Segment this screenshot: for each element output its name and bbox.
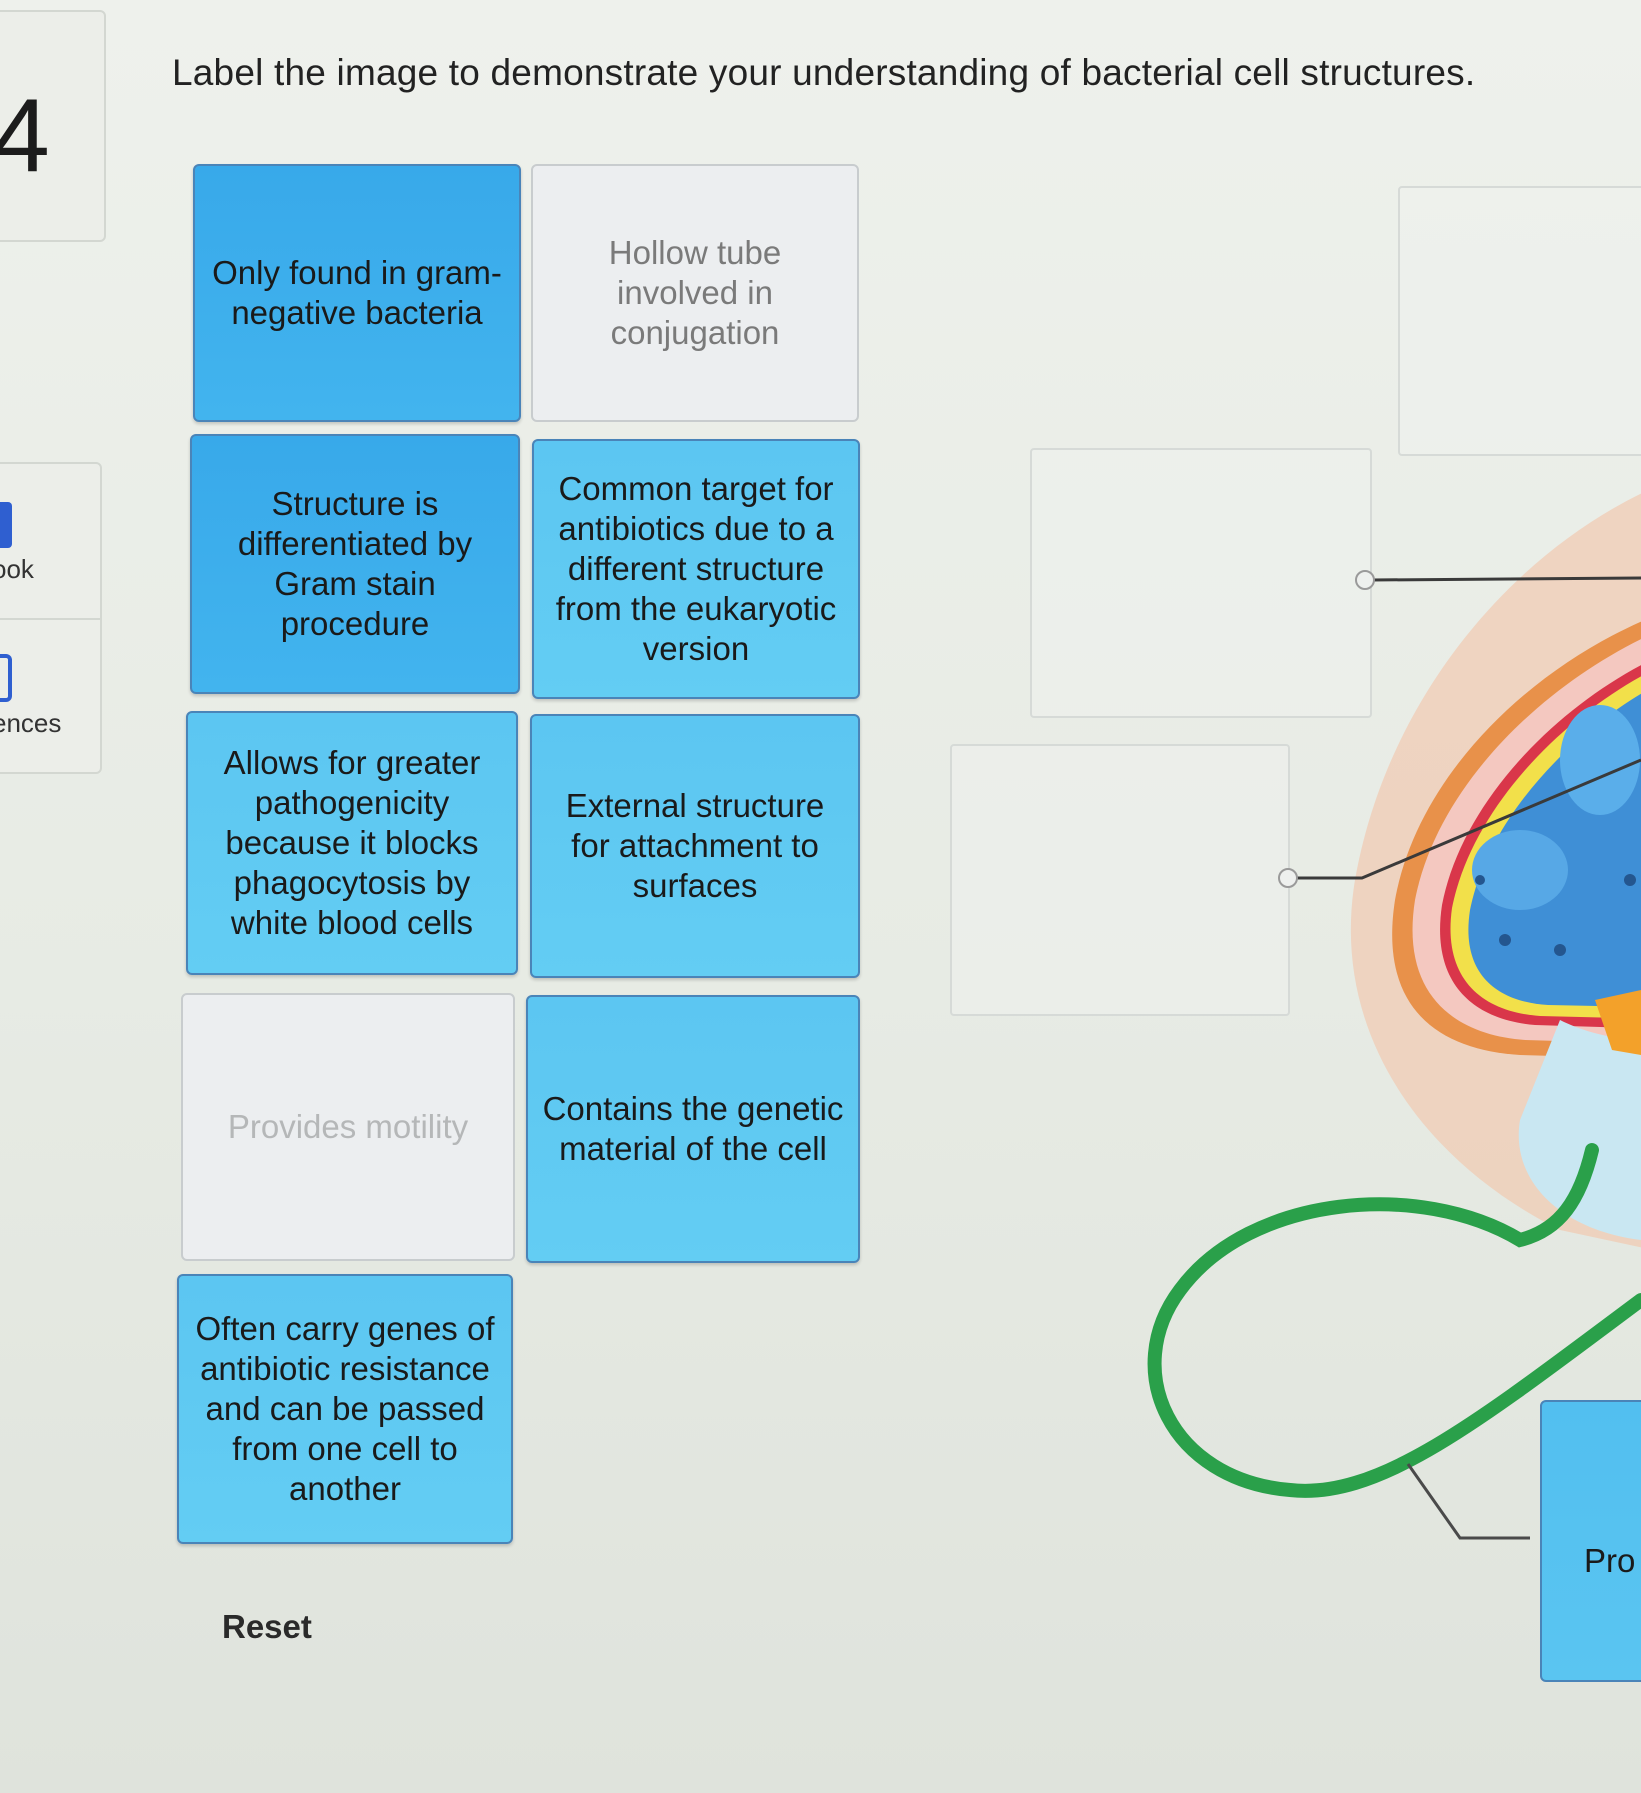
label-card[interactable]: Often carry genes of antibiotic resistan…	[177, 1274, 513, 1544]
label-text: Only found in gram-negative bacteria	[212, 254, 502, 331]
capsule-layer	[1350, 493, 1641, 1248]
leader-line	[1371, 576, 1641, 582]
periplasm-layer	[1450, 676, 1641, 1019]
label-text: Contains the genetic material of the cel…	[542, 1090, 844, 1167]
ribosome-dot	[1554, 944, 1566, 956]
label-card[interactable]: External structure for attachment to sur…	[530, 714, 860, 978]
label-text: Often carry genes of antibiotic resistan…	[195, 1310, 495, 1507]
placed-label-card[interactable]: Pro	[1540, 1400, 1641, 1682]
cell-wall-layer	[1392, 621, 1641, 1059]
reset-button[interactable]: Reset	[222, 1608, 312, 1645]
cytoplasm	[1468, 693, 1641, 1007]
leader-line	[1296, 758, 1641, 880]
inclusion-body	[1595, 990, 1641, 1055]
book-icon[interactable]	[0, 502, 12, 548]
resource-panel: ook ences	[0, 462, 102, 774]
ribosome-dot	[1624, 874, 1636, 886]
sidebar: 4 ook ences	[0, 0, 106, 1793]
label-text: Provides motility	[227, 1108, 469, 1145]
drop-zone[interactable]	[1398, 186, 1641, 456]
ribosome-dot	[1475, 875, 1485, 885]
ribosome-dot	[1499, 934, 1511, 946]
drop-zone[interactable]	[950, 744, 1290, 1016]
nucleoid	[1560, 705, 1640, 815]
references-link[interactable]: ences	[0, 708, 62, 738]
placed-label-text: Pro	[1584, 1542, 1636, 1579]
question-number-card: 4	[0, 10, 106, 242]
label-card[interactable]: Allows for greater pathogenicity because…	[186, 711, 518, 975]
label-text: Hollow tube involved in conjugation	[608, 234, 782, 351]
label-text: Allows for greater pathogenicity because…	[223, 744, 481, 941]
label-card[interactable]: Contains the genetic material of the cel…	[526, 995, 860, 1263]
ebook-link[interactable]: ook	[0, 554, 34, 584]
label-card-placeholder: Provides motility	[181, 993, 515, 1261]
panel-divider	[0, 618, 100, 620]
ribosome-cluster	[1472, 830, 1568, 910]
outer-membrane-layer	[1412, 639, 1641, 1044]
lower-cell-region	[1518, 1020, 1641, 1240]
label-card-placeholder: Hollow tube involved in conjugation	[531, 164, 859, 422]
plasma-membrane-layer	[1440, 665, 1641, 1029]
leader-line	[1406, 1463, 1530, 1540]
question-prompt: Label the image to demonstrate your unde…	[172, 52, 1476, 93]
question-number: 4	[0, 78, 50, 194]
label-card[interactable]: Common target for antibiotics due to a d…	[532, 439, 860, 699]
label-text: Structure is differentiated by Gram stai…	[237, 485, 473, 642]
label-text: Common target for antibiotics due to a d…	[555, 470, 837, 667]
label-card[interactable]: Structure is differentiated by Gram stai…	[190, 434, 520, 694]
label-card[interactable]: Only found in gram-negative bacteria	[193, 164, 521, 422]
clipboard-icon[interactable]	[0, 654, 12, 702]
label-text: External structure for attachment to sur…	[565, 787, 825, 904]
drop-zone[interactable]	[1030, 448, 1372, 718]
